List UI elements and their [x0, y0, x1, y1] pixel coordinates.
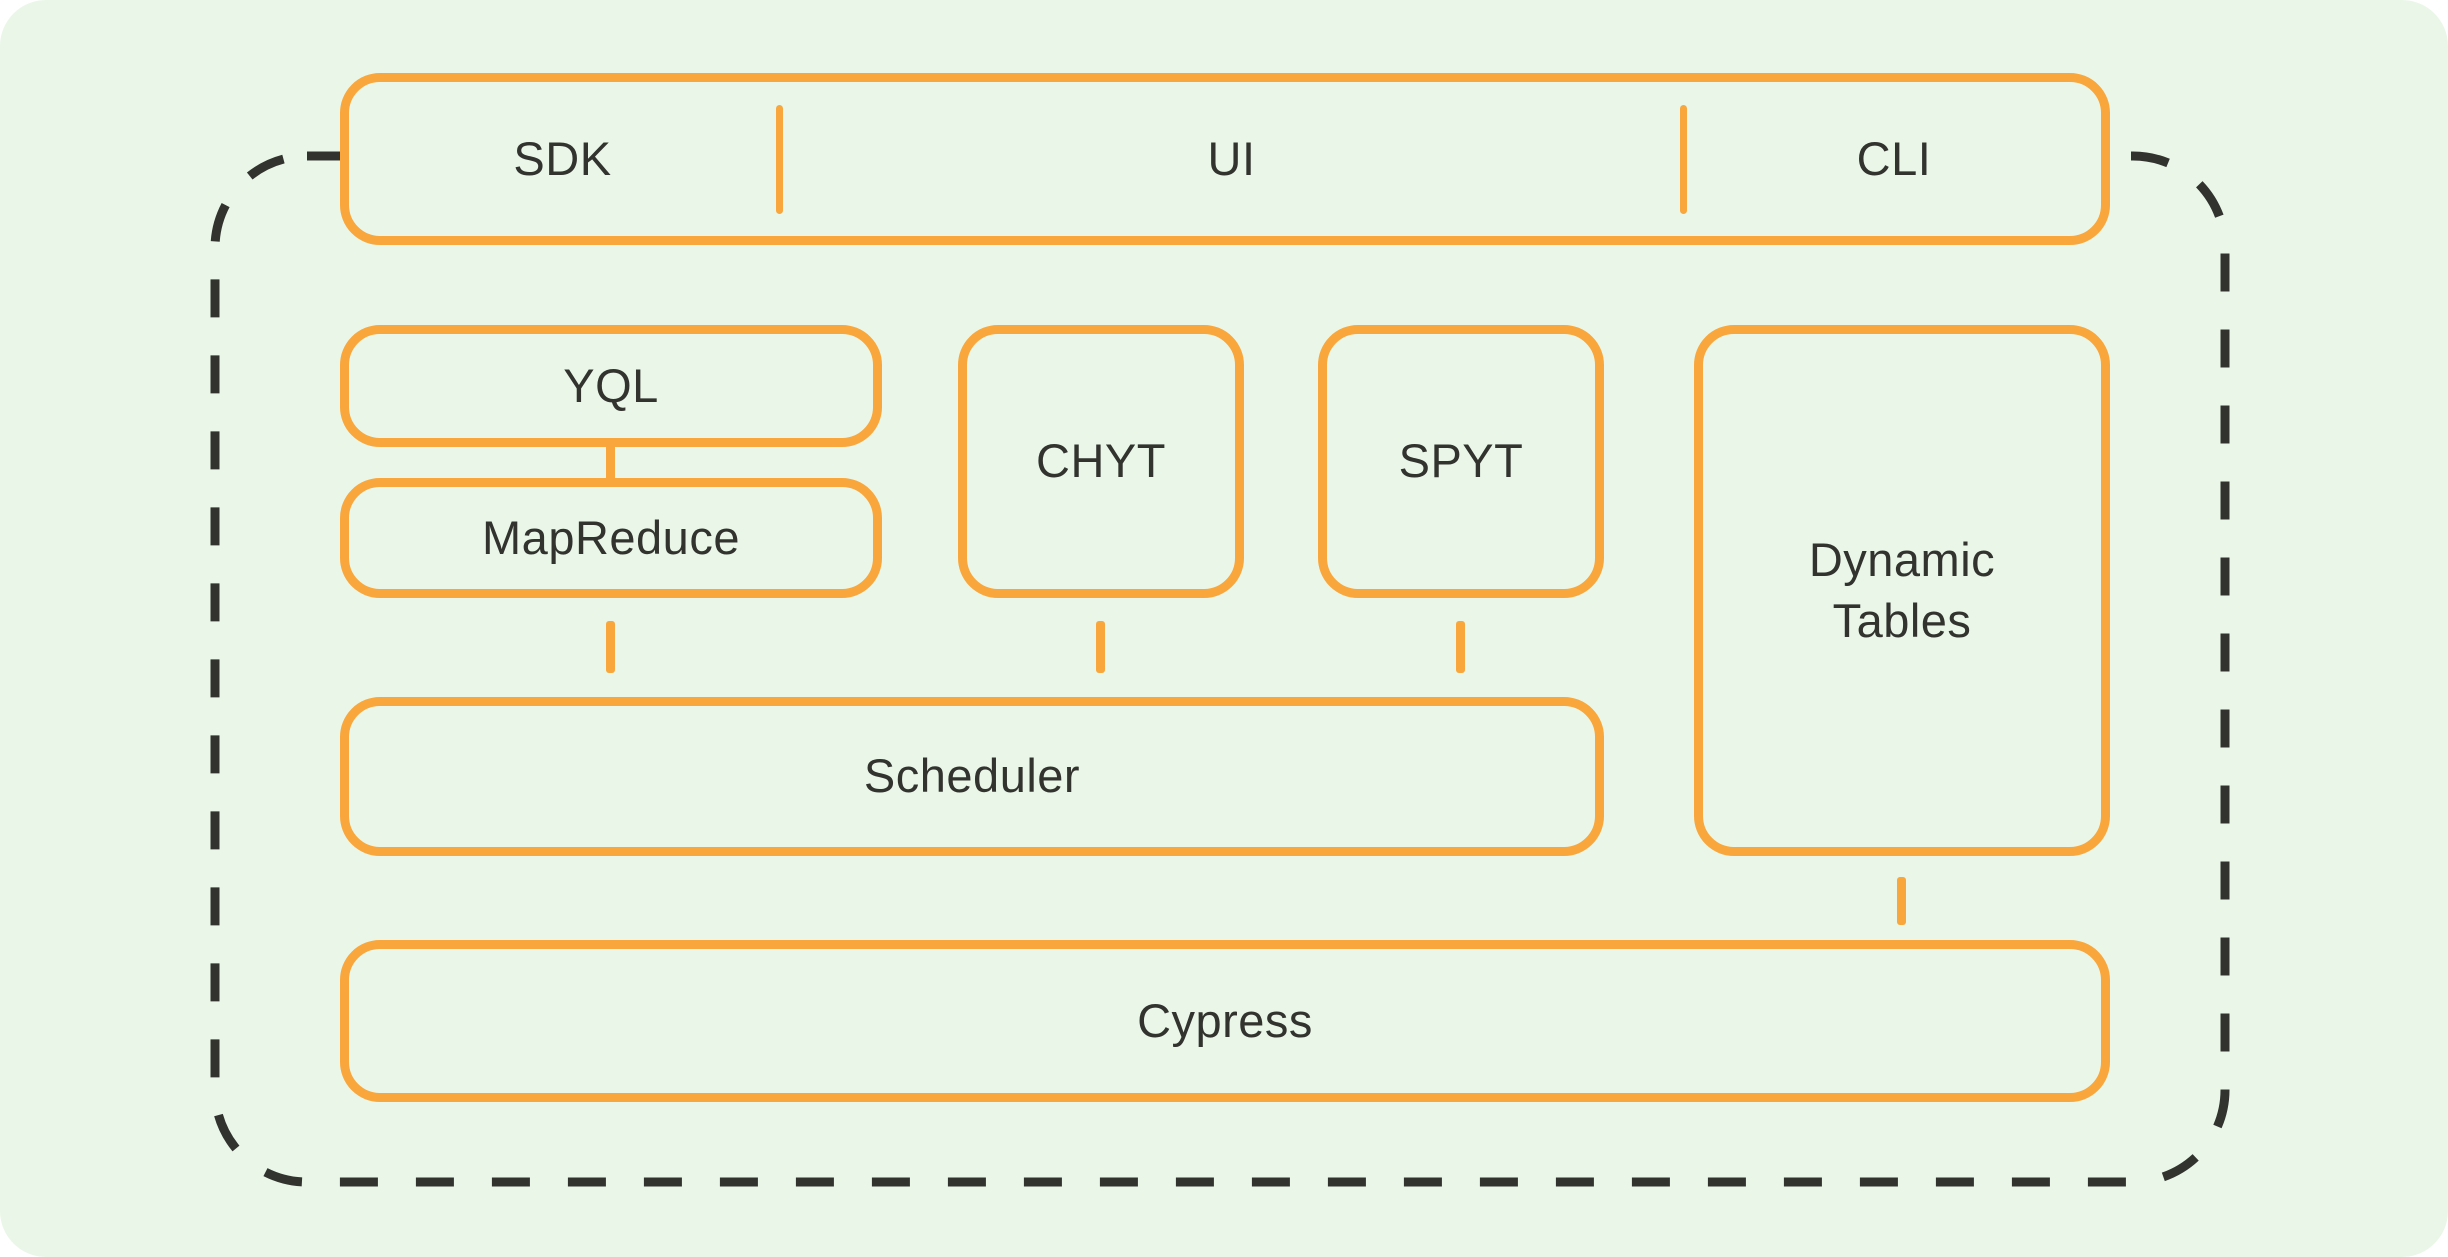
spyt-label: SPYT	[1398, 434, 1524, 488]
scheduler-label: Scheduler	[863, 749, 1081, 803]
connector-yql-mapreduce	[606, 443, 615, 482]
scheduler-box: Scheduler	[340, 697, 1604, 856]
cli-segment: CLI	[1687, 82, 2101, 236]
bar-divider-right	[1680, 104, 1687, 214]
bar-divider-left	[776, 104, 783, 214]
yql-box: YQL	[340, 325, 882, 447]
yql-label: YQL	[563, 358, 659, 412]
connector-dynamic-tables-cypress	[1897, 877, 1906, 925]
mapreduce-label: MapReduce	[482, 510, 740, 564]
mapreduce-box: MapReduce	[340, 478, 882, 598]
dynamic-tables-box: Dynamic Tables	[1694, 325, 2110, 856]
spyt-box: SPYT	[1318, 325, 1604, 598]
api-bar: SDK UI CLI	[340, 73, 2110, 245]
connector-mapreduce-scheduler	[606, 621, 615, 673]
dynamic-tables-label: Dynamic Tables	[1808, 533, 1996, 647]
cypress-label: Cypress	[1137, 993, 1313, 1047]
sdk-label: SDK	[513, 131, 612, 185]
chyt-box: CHYT	[958, 325, 1244, 598]
cli-label: CLI	[1856, 131, 1932, 185]
cypress-box: Cypress	[340, 940, 2110, 1102]
connector-chyt-scheduler	[1096, 621, 1105, 673]
ui-segment: UI	[783, 82, 1680, 236]
connector-spyt-scheduler	[1456, 621, 1465, 673]
sdk-segment: SDK	[349, 82, 776, 236]
chyt-label: CHYT	[1036, 434, 1166, 488]
ui-label: UI	[1207, 131, 1256, 185]
